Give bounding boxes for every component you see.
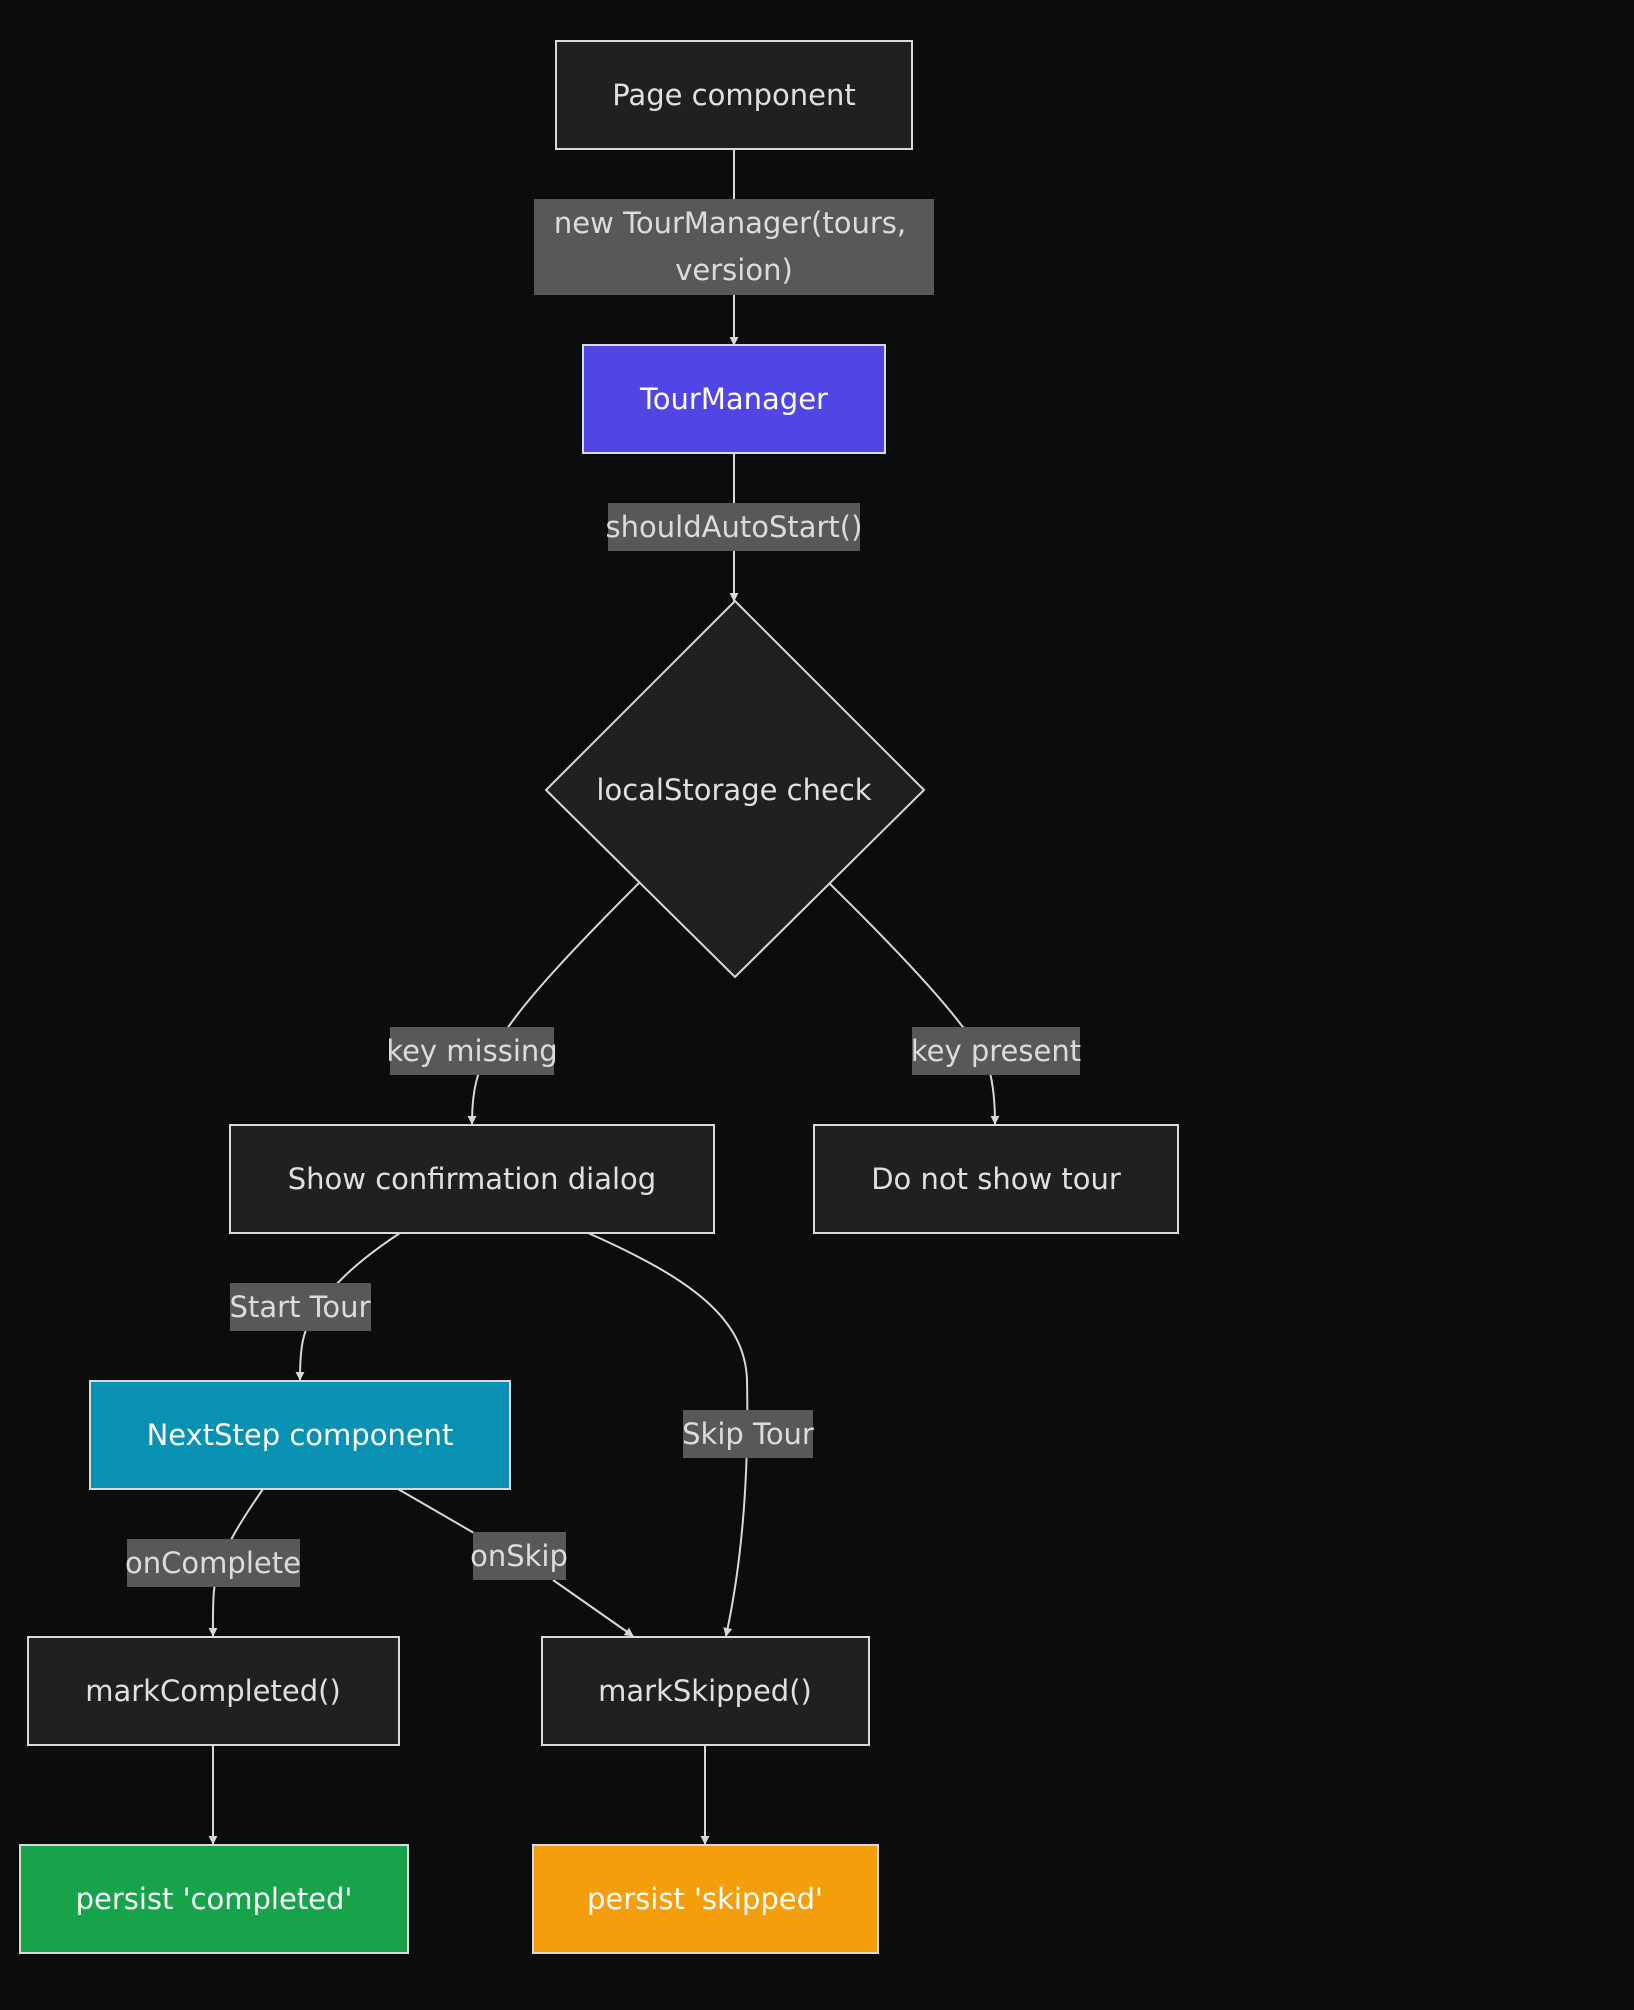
- svg-text:Do not show tour: Do not show tour: [871, 1162, 1121, 1196]
- svg-text:Skip Tour: Skip Tour: [682, 1417, 814, 1451]
- nodes: Page component TourManager localStorage …: [19, 40, 1179, 1954]
- node-show-confirmation-dialog: Show confirmation dialog: [229, 1124, 715, 1234]
- edge-label-new-tourmanager: new TourManager(tours, version): [534, 199, 934, 295]
- svg-text:persist 'skipped': persist 'skipped': [587, 1882, 823, 1916]
- svg-text:NextStep component: NextStep component: [147, 1418, 454, 1452]
- node-localstorage-check: localStorage check: [544, 599, 926, 979]
- svg-text:Start Tour: Start Tour: [230, 1290, 371, 1324]
- svg-text:Page component: Page component: [612, 78, 855, 112]
- edge-label-on-skip: onSkip: [470, 1532, 568, 1580]
- svg-text:markCompleted(): markCompleted(): [85, 1674, 341, 1708]
- edge-check-to-dialog: [467, 881, 641, 1125]
- node-mark-completed: markCompleted(): [27, 1636, 400, 1746]
- svg-text:markSkipped(): markSkipped(): [598, 1674, 812, 1708]
- svg-text:TourManager: TourManager: [639, 382, 828, 416]
- edge-label-key-missing: key missing: [386, 1027, 558, 1075]
- edge-label-on-complete: onComplete: [125, 1539, 301, 1587]
- node-persist-completed: persist 'completed': [19, 1844, 409, 1954]
- edge-labels: new TourManager(tours, version) shouldAu…: [125, 199, 1081, 1587]
- svg-text:Show confirmation dialog: Show confirmation dialog: [288, 1162, 656, 1196]
- node-tour-manager: TourManager: [582, 344, 886, 454]
- edge-label-new-tourmanager-line1: new TourManager(tours,: [554, 206, 906, 240]
- svg-text:persist 'completed': persist 'completed': [76, 1882, 353, 1916]
- edge-label-skip-tour: Skip Tour: [682, 1410, 814, 1458]
- svg-text:onSkip: onSkip: [470, 1539, 568, 1573]
- svg-text:onComplete: onComplete: [125, 1546, 301, 1580]
- svg-text:shouldAutoStart(): shouldAutoStart(): [606, 510, 863, 544]
- edge-dialog-to-markskipped: [587, 1232, 749, 1637]
- svg-text:localStorage check: localStorage check: [596, 773, 871, 807]
- edge-check-to-donotshow: [829, 883, 1000, 1125]
- edge-label-should-auto-start: shouldAutoStart(): [606, 503, 863, 551]
- node-mark-skipped: markSkipped(): [541, 1636, 870, 1746]
- svg-text:key missing: key missing: [386, 1034, 557, 1068]
- svg-text:key present: key present: [911, 1034, 1081, 1068]
- node-page-component: Page component: [555, 40, 913, 150]
- edge-label-key-present: key present: [911, 1027, 1081, 1075]
- edge-nextstep-to-markskipped: [397, 1488, 633, 1636]
- node-nextstep-component: NextStep component: [89, 1380, 511, 1490]
- edge-label-start-tour: Start Tour: [230, 1283, 371, 1331]
- node-persist-skipped: persist 'skipped': [532, 1844, 879, 1954]
- node-do-not-show-tour: Do not show tour: [813, 1124, 1179, 1234]
- edge-label-new-tourmanager-line2: version): [675, 253, 793, 287]
